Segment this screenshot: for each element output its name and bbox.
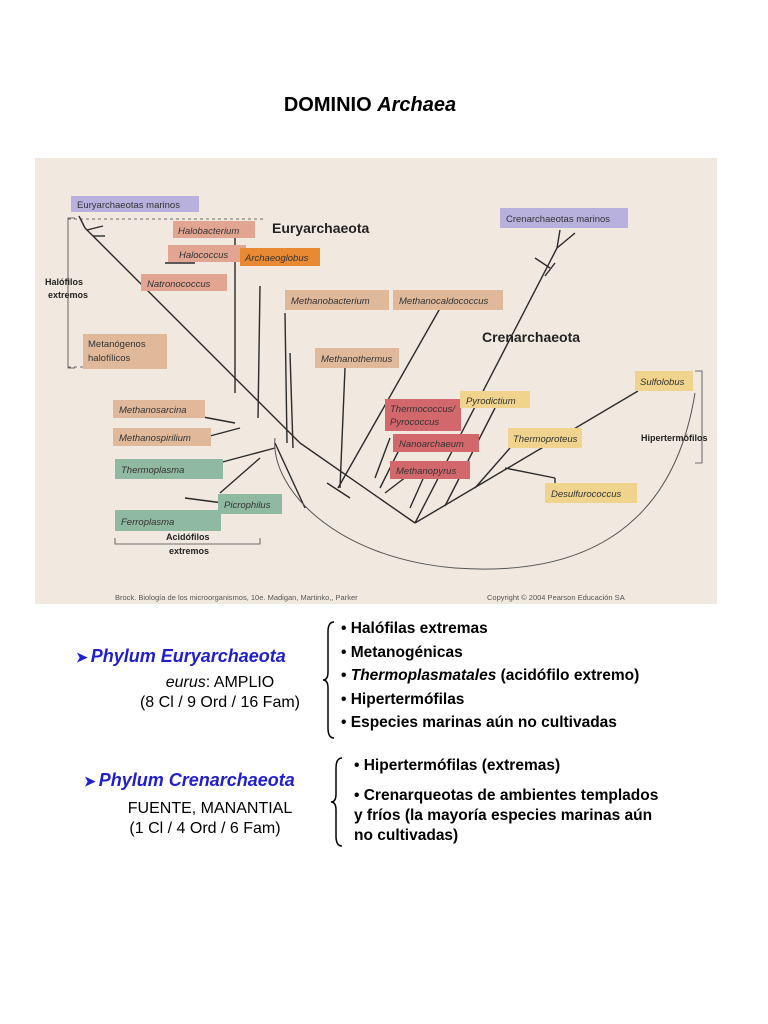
label-thermococcus-1: Thermococcus/: [390, 404, 456, 415]
box-thermoproteus: [508, 428, 582, 448]
halofilos-bracket: [67, 217, 75, 369]
eury-bullet-2: • Metanogénicas: [341, 643, 463, 661]
label-methanobacterium: Methanobacterium: [291, 296, 370, 307]
label-methanosarcina: Methanosarcina: [119, 405, 187, 416]
box-euryarchaeotas-marinos: [71, 196, 199, 212]
eury-bullet-1: • Halófilas extremas: [341, 620, 488, 637]
page-title: DOMINIO Archaea: [283, 94, 457, 116]
label-desulfurococcus: Desulfurococcus: [551, 489, 621, 500]
group-euryarchaeota: Euryarchaeota: [272, 220, 369, 236]
box-sulfolobus: [635, 371, 693, 391]
cren-bullet-1: • Hipertermófilas (extremas): [354, 757, 561, 774]
label-halobacterium: Halobacterium: [178, 226, 239, 237]
group-acidofilos-1: Acidófilos: [166, 532, 210, 542]
label-euryarchaeotas-marinos: Euryarchaeotas marinos: [77, 200, 180, 211]
group-hipertermofilos: Hipertermófilos: [641, 433, 708, 443]
box-methanopyrus: [390, 461, 470, 479]
label-methanothermus: Methanothermus: [321, 354, 393, 365]
label-sulfolobus: Sulfolobus: [640, 377, 685, 388]
label-natronococcus: Natronococcus: [147, 279, 211, 290]
arrow-bullet-icon: ➤: [76, 649, 88, 665]
box-desulfurococcus: [545, 483, 637, 503]
cren-bullet-2: • Crenarqueotas de ambientes templados y…: [354, 787, 659, 844]
phylum-euryarchaeota-title: ➤Phylum Euryarchaeota: [76, 646, 286, 666]
label-halococcus: Halococcus: [179, 250, 228, 261]
eury-bullet-3: • Thermoplasmatales (acidófilo extremo): [341, 667, 640, 684]
phylogenetic-tree: Euryarchaeotas marinos Halobacterium Hal…: [45, 196, 708, 602]
box-methanobacterium: [285, 290, 389, 310]
label-thermococcus-2: Pyrococcus: [390, 417, 439, 428]
label-thermoplasma: Thermoplasma: [121, 465, 184, 476]
label-picrophilus: Picrophilus: [224, 500, 271, 511]
box-methanospirilium: [113, 428, 211, 446]
label-metanogenos-2: halofílicos: [88, 353, 130, 364]
group-halofilos-2: extremos: [48, 290, 88, 300]
box-methanocaldococcus: [393, 290, 503, 310]
box-pyrodictium: [460, 391, 530, 408]
label-archaeoglobus: Archaeoglobus: [244, 253, 309, 264]
box-ferroplasma: [115, 510, 221, 531]
label-pyrodictium: Pyrodictium: [466, 396, 516, 407]
box-picrophilus: [218, 494, 282, 514]
label-crenarchaeotas-marinos: Crenarchaeotas marinos: [506, 214, 610, 225]
box-methanosarcina: [113, 400, 205, 418]
box-nanoarchaeum: [393, 434, 479, 452]
box-natronococcus: [141, 274, 227, 291]
eury-counts: (8 Cl / 9 Ord / 16 Fam): [139, 694, 301, 711]
group-acidofilos-2: extremos: [169, 546, 209, 556]
label-nanoarchaeum: Nanoarchaeum: [399, 439, 464, 450]
box-halobacterium: [173, 221, 255, 238]
label-metanogenos-1: Metanógenos: [88, 339, 146, 350]
arrow-bullet-icon: ➤: [84, 773, 96, 789]
eury-bullet-4: • Hipertermófilas: [341, 690, 465, 708]
figure-caption-copyright: Copyright © 2004 Pearson Educación SA: [487, 593, 625, 602]
label-methanospirilium: Methanospirilium: [119, 433, 191, 444]
eury-bullet-list: • Halófilas extremas • Metanogénicas • T…: [341, 617, 639, 735]
phylogenetic-tree-figure: Euryarchaeotas marinos Halobacterium Hal…: [35, 158, 717, 604]
box-archaeoglobus: [240, 248, 320, 266]
box-thermoplasma: [115, 459, 223, 479]
cren-counts: (1 Cl / 4 Ord / 6 Fam): [129, 820, 281, 837]
acidofilos-bracket: [114, 538, 261, 545]
label-thermoproteus: Thermoproteus: [513, 434, 578, 445]
label-ferroplasma: Ferroplasma: [121, 517, 174, 528]
box-thermococcus: [385, 399, 461, 431]
label-methanopyrus: Methanopyrus: [396, 466, 456, 477]
label-methanocaldococcus: Methanocaldococcus: [399, 296, 488, 307]
figure-caption-source: Brock. Biología de los microorganismos, …: [115, 593, 358, 602]
eury-brace-icon: [322, 621, 335, 739]
box-methanothermus: [315, 348, 399, 368]
box-halococcus: [168, 245, 246, 262]
box-crenarchaeotas-marinos: [500, 208, 628, 228]
label-boxes: [71, 196, 693, 531]
group-halofilos-1: Halófilos: [45, 277, 83, 287]
hipertermofilos-bracket: [695, 370, 703, 464]
cren-etymology: FUENTE, MANANTIAL: [127, 800, 293, 817]
box-metanogenos: [83, 334, 167, 369]
group-crenarchaeota: Crenarchaeota: [482, 329, 580, 345]
cren-brace-icon: [330, 757, 343, 847]
eury-bullet-5: • Especies marinas aún no cultivadas: [341, 714, 617, 731]
phylum-crenarchaeota-title: ➤Phylum Crenarchaeota: [84, 770, 295, 790]
crenarchaeota-arc: [274, 392, 696, 570]
eury-etymology: eurus: AMPLIO: [165, 674, 275, 691]
